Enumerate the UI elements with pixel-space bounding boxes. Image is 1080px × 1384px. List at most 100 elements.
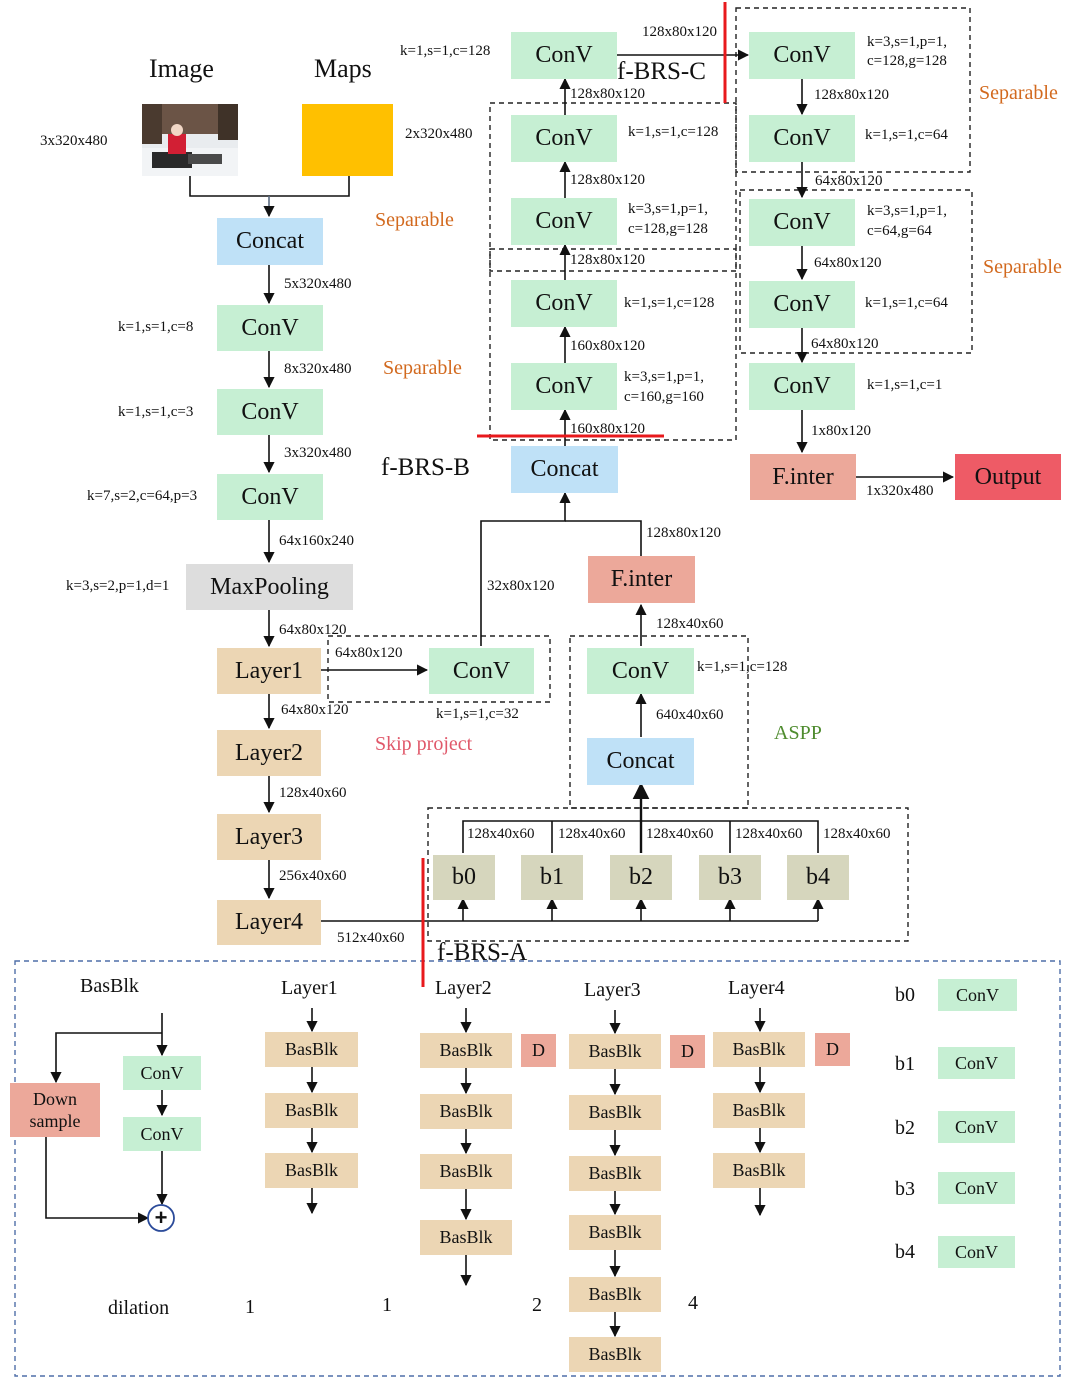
- edge-skip-concatb: [480, 491, 571, 646]
- dilation-layer3: 2: [532, 1294, 542, 1316]
- legend-b4: b4: [895, 1241, 915, 1263]
- l3-basblk-2: BasBlk: [569, 1095, 661, 1130]
- input-maps-swatch: [302, 104, 393, 176]
- sep-conv-m2: ConV: [511, 115, 617, 162]
- legend-sample-text: sample: [29, 1111, 81, 1131]
- maxpooling-params: k=3,s=2,p=1,d=1: [66, 578, 170, 594]
- l3-basblk-1: BasBlk: [569, 1034, 661, 1069]
- edge-label-skip-out: 32x80x120: [487, 578, 555, 594]
- finter-mid-node: F.inter: [588, 556, 695, 603]
- sum-circle: [147, 1204, 175, 1232]
- l4-basblk-3: BasBlk: [713, 1153, 805, 1188]
- dilation-layer4: 4: [688, 1292, 698, 1314]
- edge-label-5ch: 5x320x480: [284, 276, 352, 292]
- dilation-layer2: 1: [382, 1294, 392, 1316]
- edge-label-finter-out: 128x80x120: [646, 525, 721, 541]
- separable-label-right-top: Separable: [979, 82, 1058, 104]
- branch-b3-size: 128x40x60: [735, 826, 803, 842]
- m4-params: k=1,s=1,c=128: [624, 295, 715, 311]
- l2-basblk-2: BasBlk: [420, 1094, 512, 1129]
- edge-label-160a: 160x80x120: [570, 421, 645, 437]
- output-node: Output: [955, 454, 1061, 500]
- legend-b3-conv: ConV: [938, 1172, 1015, 1204]
- aspp-label: ASPP: [774, 722, 822, 744]
- sep-conv-m4: ConV: [511, 280, 617, 327]
- edge-label-640: 640x40x60: [656, 707, 724, 723]
- edge-label-64a: 64x160x240: [279, 533, 354, 549]
- conv-m1: ConV: [511, 32, 617, 79]
- aspp-conv-params: k=1,s=1,c=128: [697, 659, 788, 675]
- branch-b3: b3: [699, 855, 761, 900]
- layer2-node: Layer2: [217, 730, 321, 776]
- branch-b2: b2: [610, 855, 672, 900]
- brs-c-label: f-BRS-C: [617, 58, 706, 85]
- edge-label-skip-in: 64x80x120: [335, 645, 403, 661]
- l1-basblk-2: BasBlk: [265, 1093, 358, 1128]
- edge-leg-down: [45, 1137, 150, 1224]
- edge-leg-split: [50, 1032, 162, 1084]
- r4-params: k=1,s=1,c=64: [865, 295, 948, 311]
- l3-basblk-5: BasBlk: [569, 1277, 661, 1312]
- m3-params-1: k=3,s=1,p=1,: [628, 201, 708, 217]
- edge-label-r4: 64x80x120: [811, 336, 879, 352]
- l3-basblk-3: BasBlk: [569, 1156, 661, 1191]
- dilation-label: dilation: [108, 1297, 170, 1319]
- edge-label-160b: 160x80x120: [570, 338, 645, 354]
- m2-params: k=1,s=1,c=128: [628, 124, 719, 140]
- r5-params: k=1,s=1,c=1: [867, 377, 943, 393]
- edge-label-r5: 1x80x120: [811, 423, 871, 439]
- l4-downsample-d: D: [815, 1033, 850, 1066]
- conv1-node: ConV: [217, 305, 323, 351]
- conv-r5: ConV: [749, 363, 855, 410]
- sep-conv-m5: ConV: [511, 363, 617, 410]
- edge-label-aspp-out: 128x40x60: [656, 616, 724, 632]
- edge-label-out: 1x320x480: [866, 483, 934, 499]
- legend-downsample-node: Down sample: [10, 1083, 100, 1137]
- m3-params-2: c=128,g=128: [628, 221, 708, 237]
- sep-conv-r3: ConV: [749, 199, 855, 246]
- aspp-conv-region: [569, 635, 749, 809]
- m5-params-1: k=3,s=1,p=1,: [624, 369, 704, 385]
- conv2-params: k=1,s=1,c=3: [118, 404, 194, 420]
- separable-label-left-bottom: Separable: [383, 357, 462, 379]
- separable-label-right-bottom: Separable: [983, 256, 1062, 278]
- legend-region: [14, 960, 1061, 1377]
- image-title: Image: [149, 54, 214, 83]
- sep-conv-r4: ConV: [749, 281, 855, 328]
- skip-conv-params: k=1,s=1,c=32: [436, 706, 519, 722]
- legend-down-text: Down: [33, 1088, 77, 1109]
- l3-basblk-4: BasBlk: [569, 1215, 661, 1250]
- layer1-node: Layer1: [217, 648, 321, 694]
- legend-b3: b3: [895, 1178, 915, 1200]
- l4-basblk-2: BasBlk: [713, 1093, 805, 1128]
- legend-layer3-title: Layer3: [584, 979, 641, 1001]
- sep-left-lower: [489, 248, 737, 441]
- edge-label-128: 128x40x60: [279, 785, 347, 801]
- conv1-params: k=1,s=1,c=8: [118, 319, 194, 335]
- skip-region: [327, 635, 551, 703]
- l1-basblk-1: BasBlk: [265, 1032, 358, 1067]
- m5-params-2: c=160,g=160: [624, 389, 704, 405]
- edge-label-256: 256x40x60: [279, 868, 347, 884]
- edge-label-64b: 64x80x120: [279, 622, 347, 638]
- l2-basblk-3: BasBlk: [420, 1154, 512, 1189]
- layer4-node: Layer4: [217, 900, 321, 945]
- l2-basblk-4: BasBlk: [420, 1220, 512, 1255]
- branch-b1: b1: [521, 855, 583, 900]
- sep-right-upper: [735, 7, 971, 173]
- legend-b2-conv: ConV: [938, 1111, 1015, 1143]
- legend-b4-conv: ConV: [938, 1236, 1015, 1268]
- legend-layer2-title: Layer2: [435, 977, 492, 999]
- edge-label-r1: 128x80x120: [814, 87, 889, 103]
- legend-layer1-title: Layer1: [281, 977, 338, 999]
- brs-a-label: f-BRS-A: [437, 939, 528, 966]
- image-size-label: 3x320x480: [40, 133, 108, 149]
- skip-conv-node: ConV: [429, 648, 534, 694]
- branch-b0: b0: [433, 855, 495, 900]
- legend-basblk-title: BasBlk: [80, 975, 139, 997]
- sep-conv-r1: ConV: [749, 32, 855, 79]
- edge-label-3ch: 3x320x480: [284, 445, 352, 461]
- l3-basblk-6: BasBlk: [569, 1337, 661, 1372]
- edge-label-r2: 64x80x120: [815, 173, 883, 189]
